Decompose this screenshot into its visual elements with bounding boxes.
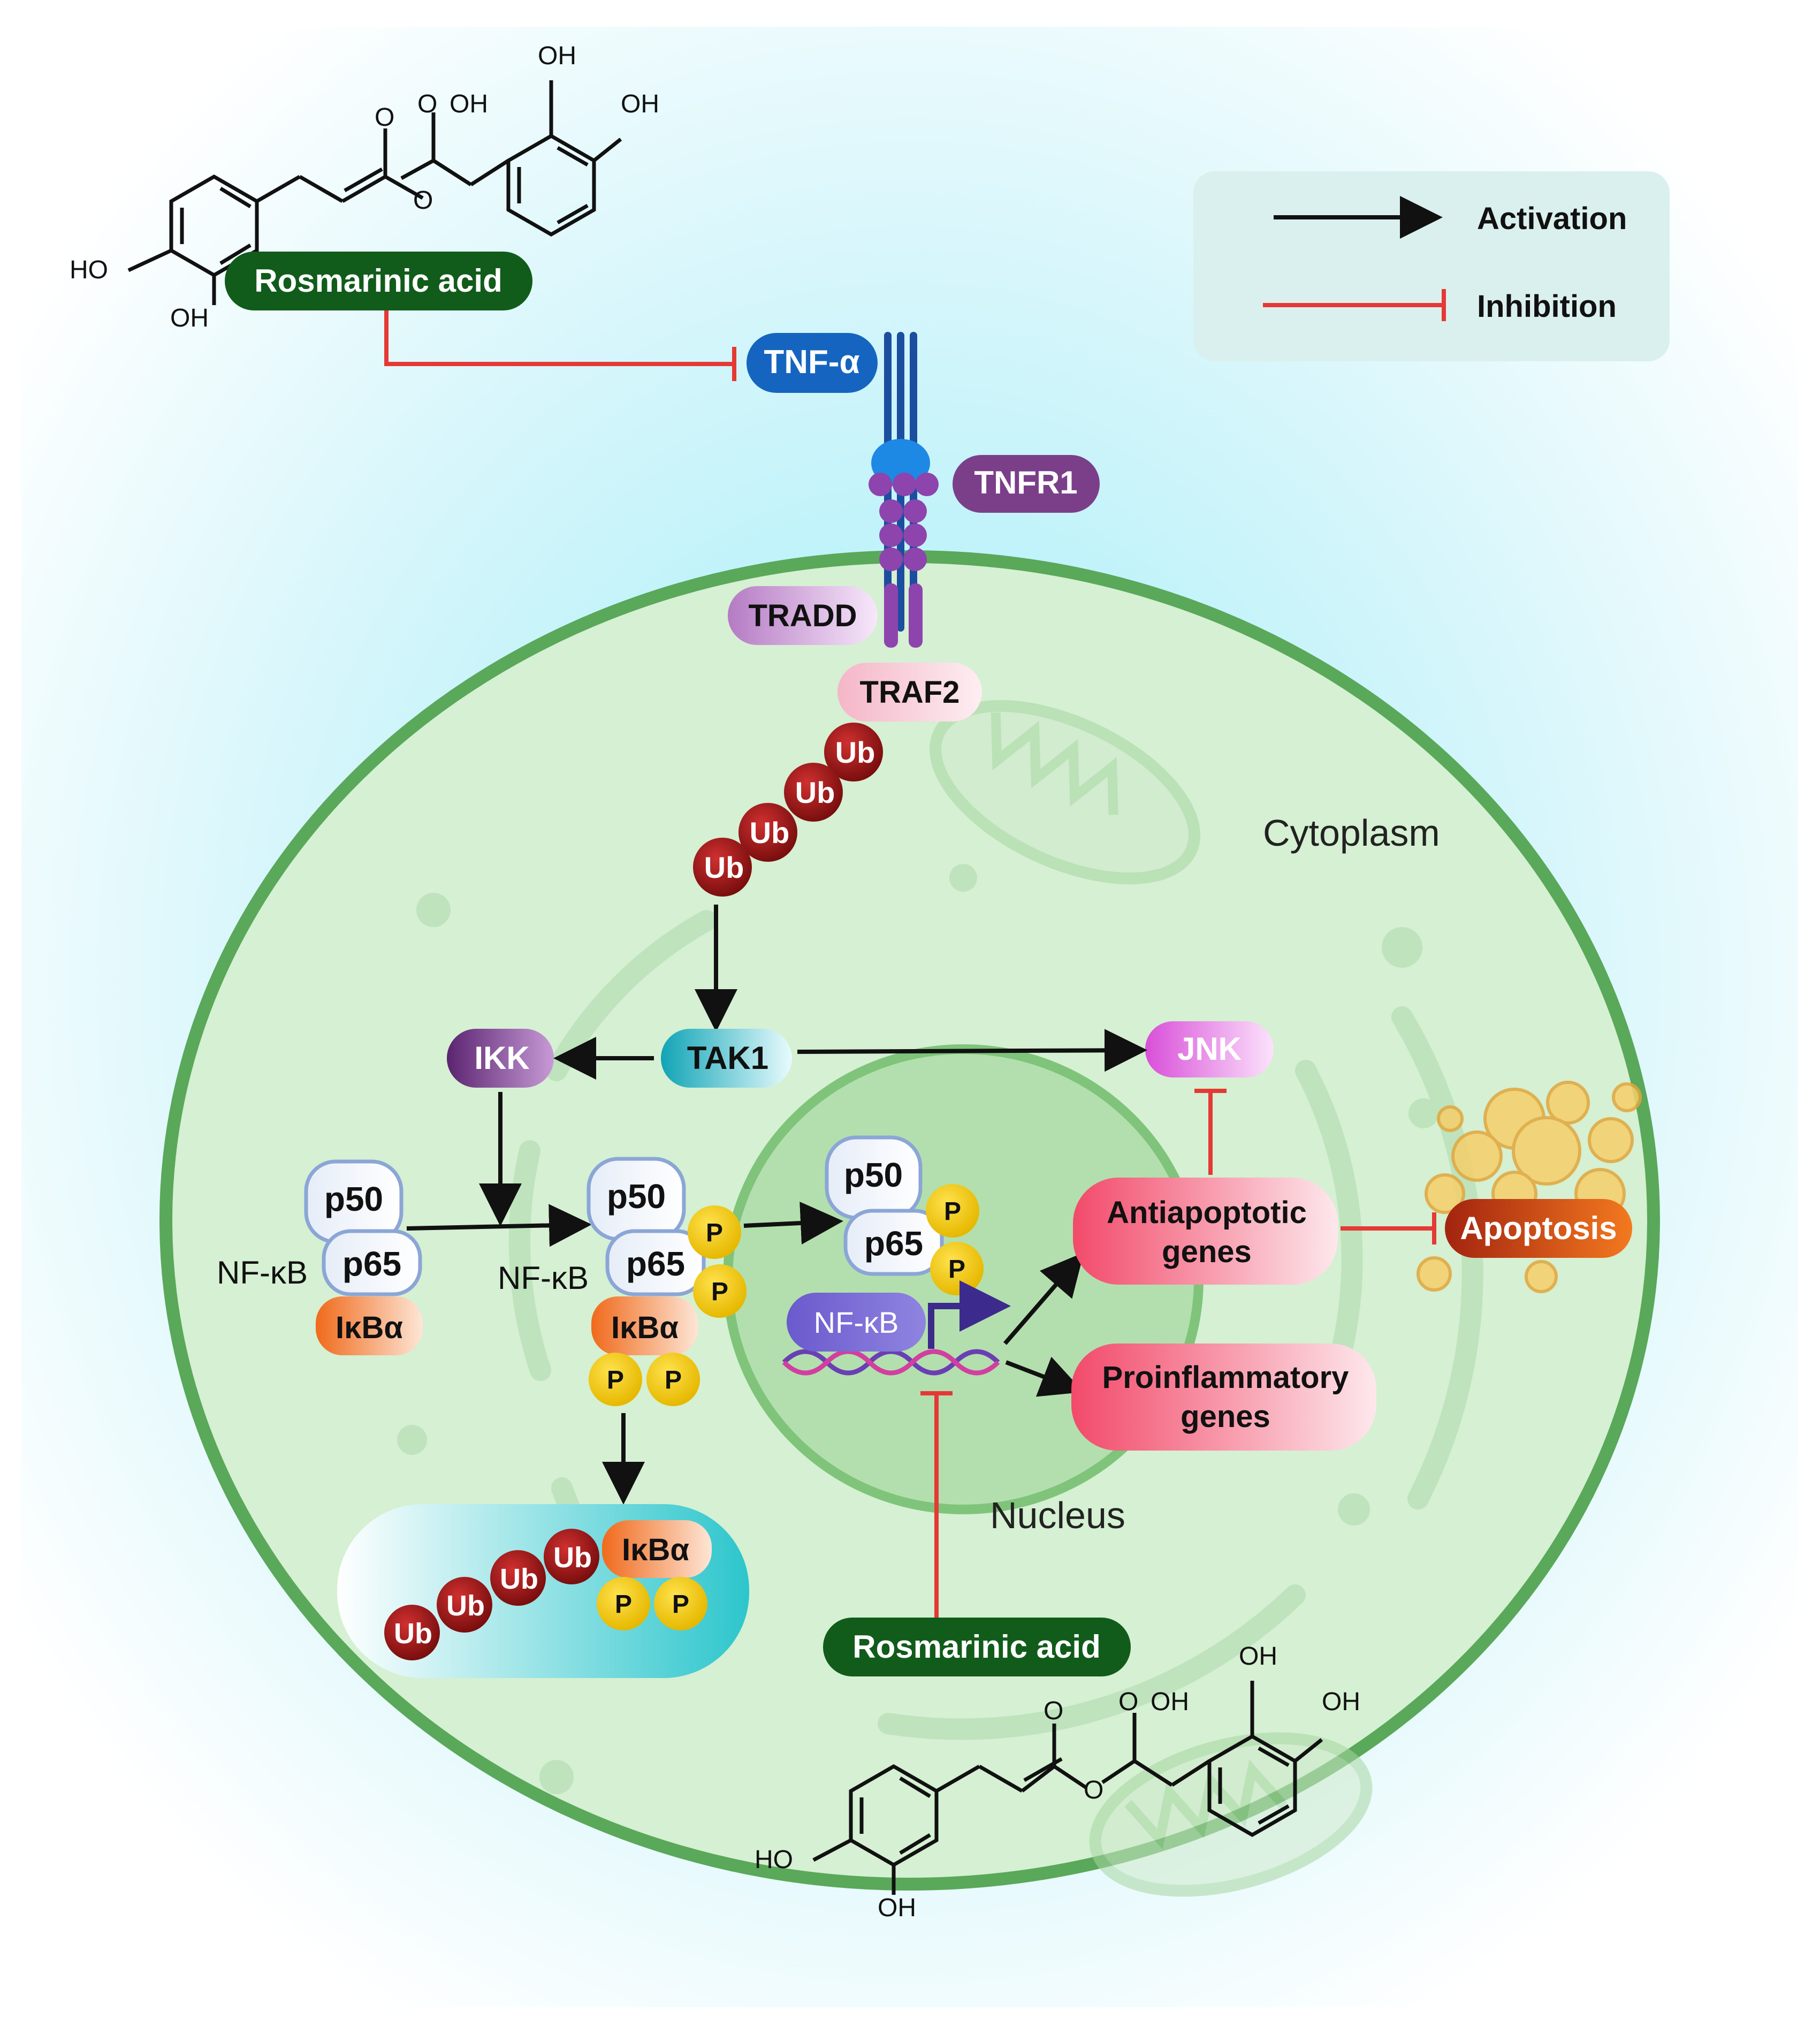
phospho-label: P bbox=[607, 1366, 624, 1394]
nucleus-label: Nucleus bbox=[990, 1494, 1125, 1536]
svg-text:OH: OH bbox=[1322, 1688, 1360, 1716]
arrow-complex-phospho bbox=[406, 1204, 592, 1247]
ikba-label: IκBα bbox=[622, 1532, 689, 1567]
svg-text:TRAF2: TRAF2 bbox=[860, 675, 960, 710]
phospho-label: P bbox=[665, 1366, 682, 1394]
ikba-label: IκBα bbox=[611, 1310, 679, 1345]
tradd: TRADD bbox=[728, 586, 878, 645]
arrow-proinflammatory bbox=[1005, 1356, 1084, 1397]
arrow-tak1-jnk bbox=[797, 1029, 1147, 1072]
svg-text:TAK1: TAK1 bbox=[687, 1040, 768, 1076]
nfkb-complex-inactive: p50 p65 IκBα NF-κB bbox=[217, 1159, 423, 1355]
ubiquitin-chain: Ub Ub Ub Ub bbox=[693, 723, 883, 897]
legend-inhibition-label: Inhibition bbox=[1477, 289, 1617, 324]
svg-text:OH: OH bbox=[878, 1894, 916, 1922]
svg-text:Proinflammatory: Proinflammatory bbox=[1102, 1360, 1349, 1395]
ub-label: Ub bbox=[835, 735, 875, 769]
traf2: TRAF2 bbox=[837, 663, 982, 722]
svg-text:JNK: JNK bbox=[1177, 1031, 1242, 1067]
rosmarinic-acid-structure-top bbox=[127, 80, 622, 305]
p50-label: p50 bbox=[844, 1156, 903, 1194]
phospho-label: P bbox=[615, 1590, 632, 1619]
arrow-translocation bbox=[743, 1202, 843, 1244]
rosmarinic-acid-structure-bottom bbox=[812, 1681, 1323, 1895]
svg-text:O: O bbox=[1044, 1697, 1063, 1725]
legend-activation-label: Activation bbox=[1477, 201, 1627, 236]
ub-label: Ub bbox=[704, 851, 744, 884]
rosmarinic-acid-atoms-bottom: O O O OH OH OH HO OH bbox=[755, 1642, 1360, 1922]
tak1: TAK1 bbox=[661, 1029, 792, 1088]
ub-label: Ub bbox=[553, 1542, 592, 1574]
svg-text:Rosmarinic acid: Rosmarinic acid bbox=[254, 263, 502, 299]
ikk: IKK bbox=[447, 1029, 554, 1088]
svg-text:TNF-α: TNF-α bbox=[764, 344, 859, 381]
cytoplasm-label: Cytoplasm bbox=[1263, 812, 1440, 854]
svg-text:OH: OH bbox=[621, 90, 659, 118]
tnfr1-receptor bbox=[869, 332, 939, 648]
svg-text:NF-κB: NF-κB bbox=[814, 1306, 899, 1339]
svg-text:HO: HO bbox=[755, 1846, 793, 1874]
proteasome-degradation: Ub Ub Ub Ub IκBα P P bbox=[337, 1504, 749, 1678]
ikba-label: IκBα bbox=[336, 1310, 403, 1345]
svg-text:Apoptosis: Apoptosis bbox=[1460, 1210, 1617, 1246]
svg-text:OH: OH bbox=[538, 42, 576, 70]
nfkb-complex-phosphorylated: p50 p65 IκBα NF-κB P P P P bbox=[498, 1157, 747, 1406]
rosmarinic-acid-atoms-top: O O O OH OH OH HO OH bbox=[70, 42, 659, 332]
phospho-label: P bbox=[944, 1197, 961, 1226]
svg-text:genes: genes bbox=[1181, 1399, 1270, 1434]
ub-label: Ub bbox=[394, 1618, 432, 1650]
apoptotic-cell bbox=[1417, 1081, 1642, 1293]
arrow-antiapoptotic bbox=[1003, 1252, 1084, 1345]
p65-label: p65 bbox=[342, 1244, 401, 1283]
nfkb-label: NF-κB bbox=[498, 1260, 589, 1296]
svg-text:Antiapoptotic: Antiapoptotic bbox=[1107, 1195, 1307, 1230]
svg-text:IKK: IKK bbox=[474, 1040, 529, 1076]
svg-text:O: O bbox=[375, 103, 394, 132]
nfkb-nuclear: p50 p65 P P bbox=[825, 1135, 984, 1295]
p50-label: p50 bbox=[607, 1177, 666, 1216]
p65-label: p65 bbox=[864, 1224, 923, 1263]
apoptosis: Apoptosis bbox=[1445, 1199, 1632, 1258]
p50-label: p50 bbox=[324, 1180, 383, 1218]
ub-label: Ub bbox=[750, 816, 790, 849]
tnfr1: TNFR1 bbox=[953, 455, 1100, 513]
ub-label: Ub bbox=[446, 1590, 485, 1622]
svg-text:O: O bbox=[413, 186, 433, 215]
ub-label: Ub bbox=[795, 776, 835, 809]
svg-text:genes: genes bbox=[1162, 1234, 1252, 1269]
mitochondrion bbox=[930, 700, 1200, 885]
svg-text:Rosmarinic acid: Rosmarinic acid bbox=[852, 1629, 1101, 1665]
proinflammatory-genes: Proinflammatory genes bbox=[1071, 1344, 1376, 1451]
tnf-alpha: TNF-α bbox=[747, 333, 878, 393]
transcription-start-arrow bbox=[928, 1280, 1011, 1349]
svg-text:OH: OH bbox=[1151, 1688, 1189, 1716]
svg-text:O: O bbox=[417, 90, 437, 118]
nfkb-label: NF-κB bbox=[217, 1255, 308, 1291]
svg-text:O: O bbox=[1084, 1776, 1103, 1804]
phospho-label: P bbox=[672, 1590, 689, 1619]
svg-text:HO: HO bbox=[70, 256, 108, 284]
phospho-label: P bbox=[706, 1219, 723, 1247]
ub-label: Ub bbox=[500, 1563, 538, 1595]
phospho-label: P bbox=[711, 1278, 728, 1306]
dna-helix bbox=[782, 1349, 1000, 1376]
antiapoptotic-genes: Antiapoptotic genes bbox=[1073, 1178, 1338, 1285]
inhibition-tnf bbox=[384, 310, 733, 366]
svg-text:TNFR1: TNFR1 bbox=[974, 465, 1077, 500]
svg-text:O: O bbox=[1118, 1688, 1138, 1716]
phospho-label: P bbox=[948, 1255, 965, 1284]
rosmarinic-acid-top: Rosmarinic acid bbox=[225, 252, 532, 310]
vesicles bbox=[397, 864, 1438, 1794]
svg-text:OH: OH bbox=[1239, 1642, 1277, 1671]
svg-text:OH: OH bbox=[170, 304, 209, 332]
rosmarinic-acid-bottom: Rosmarinic acid bbox=[823, 1618, 1131, 1676]
legend: Activation Inhibition bbox=[1193, 171, 1670, 361]
svg-text:OH: OH bbox=[450, 90, 488, 118]
jnk: JNK bbox=[1145, 1021, 1274, 1077]
svg-text:TRADD: TRADD bbox=[749, 598, 857, 633]
p65-label: p65 bbox=[626, 1244, 685, 1283]
nfkb-dna-bound: NF-κB bbox=[787, 1293, 926, 1352]
mitochondrion bbox=[1089, 1732, 1373, 1897]
